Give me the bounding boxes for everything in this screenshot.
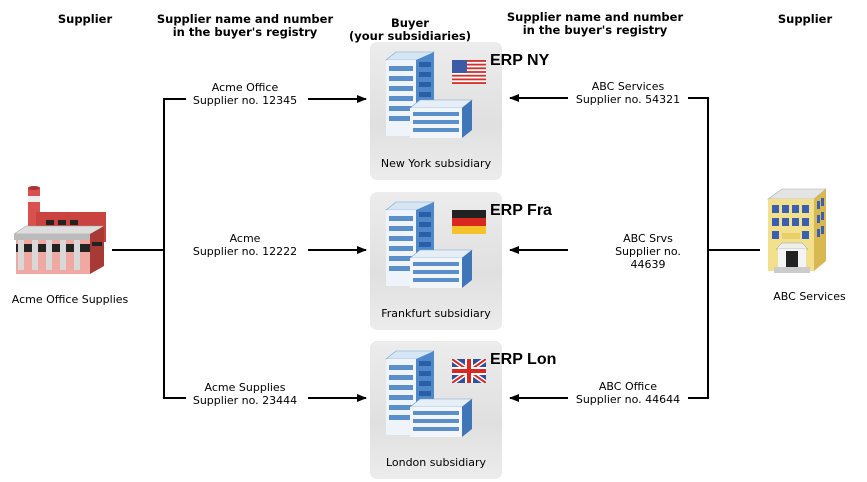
header-registry-left: Supplier name and number in the buyer's … [140, 13, 350, 39]
mapping-name: ABC Office [598, 380, 658, 393]
header-line: (your subsidiaries) [348, 29, 471, 43]
mapping-name: Acme [229, 232, 261, 245]
mapping-number: Supplier no. 12222 [192, 245, 298, 258]
header-supplier-right: Supplier [777, 12, 833, 26]
supplier-name-left: Acme Office Supplies [11, 293, 129, 306]
header-line: Buyer [391, 16, 429, 30]
supplier-node-left[interactable]: Acme Office Supplies [0, 180, 140, 310]
office-building-icon [767, 188, 827, 273]
header-buyer: Buyer (your subsidiaries) [340, 17, 480, 43]
germany-flag-icon [452, 210, 486, 234]
header-line: in the buyer's registry [522, 23, 668, 37]
header-registry-right: Supplier name and number in the buyer's … [490, 11, 700, 37]
buyer-card[interactable]: Frankfurt subsidiary [370, 192, 502, 330]
supplier-node-right[interactable]: ABC Services [752, 185, 867, 310]
erp-label: ERP Fra [490, 202, 552, 219]
mapping-number: Supplier no. 23444 [192, 394, 298, 407]
office-tower-icon [385, 51, 473, 138]
us-flag-icon [452, 60, 486, 84]
buyer-subsidiary-caption: London subsidiary [385, 456, 487, 469]
mapping-name: ABC Services [591, 80, 665, 93]
header-line: Supplier name and number [156, 12, 334, 26]
supplier-name-right: ABC Services [773, 290, 846, 303]
mapping-number: Supplier no. 44639 [615, 245, 681, 271]
buyer-card[interactable]: London subsidiary [370, 341, 502, 479]
office-tower-icon [385, 350, 473, 437]
factory-icon [13, 186, 106, 274]
buyer-card[interactable]: New York subsidiary [370, 42, 502, 180]
header-line: Supplier name and number [506, 10, 684, 24]
mapping-name: Acme Office [211, 81, 279, 94]
mapping-name: ABC Srvs [623, 232, 673, 245]
erp-label: ERP NY [490, 52, 550, 69]
right-mapping-label: ABC Srvs Supplier no. 44639 [594, 232, 702, 271]
mapping-number: Supplier no. 54321 [575, 93, 681, 106]
buyer-subsidiary-caption: Frankfurt subsidiary [381, 307, 491, 320]
erp-label: ERP Lon [490, 351, 557, 368]
mapping-name: Acme Supplies [204, 381, 286, 394]
header-supplier-left: Supplier [57, 12, 113, 26]
header-line: in the buyer's registry [172, 25, 318, 39]
left-mapping-label: Acme Supplier no. 12222 [186, 232, 304, 258]
right-mapping-label: ABC Services Supplier no. 54321 [568, 80, 688, 106]
office-tower-icon [385, 201, 473, 288]
left-mapping-label: Acme Office Supplier no. 12345 [186, 81, 304, 107]
right-mapping-label: ABC Office Supplier no. 44644 [568, 380, 688, 406]
uk-flag-icon [452, 359, 486, 383]
mapping-number: Supplier no. 44644 [575, 393, 681, 406]
mapping-number: Supplier no. 12345 [192, 94, 298, 107]
buyer-subsidiary-caption: New York subsidiary [380, 157, 492, 170]
left-mapping-label: Acme Supplies Supplier no. 23444 [186, 381, 304, 407]
